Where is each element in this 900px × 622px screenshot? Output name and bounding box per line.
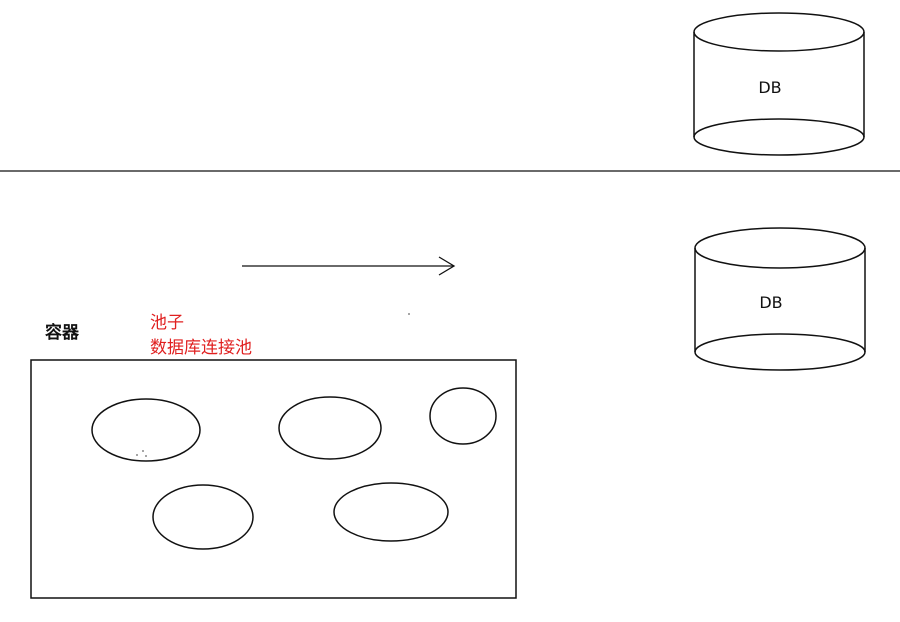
connection-ellipse xyxy=(429,387,497,445)
connection-ellipse xyxy=(333,482,449,542)
pool-label-full: 数据库连接池 xyxy=(150,338,252,358)
container-label: 容器 xyxy=(45,323,79,343)
db-cylinder-bottom-base xyxy=(694,333,866,371)
stray-dots xyxy=(136,313,410,457)
db-label-bottom: DB xyxy=(759,293,783,312)
db-cylinder-top-lid xyxy=(693,12,865,52)
stray-dot xyxy=(408,313,410,315)
stray-dot xyxy=(136,454,138,456)
db-cylinder-bottom xyxy=(694,227,866,371)
arrow-right-icon xyxy=(242,256,456,276)
connection-ellipse xyxy=(152,484,254,550)
stray-dot xyxy=(145,455,147,457)
db-cylinder-top-base xyxy=(693,118,865,156)
pool-container xyxy=(30,359,517,599)
stray-dot xyxy=(142,450,144,452)
connection-ellipse xyxy=(278,396,382,460)
db-label-top: DB xyxy=(758,78,782,97)
db-cylinder-top xyxy=(693,12,865,156)
connection-ellipse xyxy=(91,398,201,462)
db-cylinder-bottom-lid xyxy=(694,227,866,269)
pool-label: 池子 xyxy=(150,313,184,333)
pool-connections xyxy=(91,387,497,550)
arrow-head xyxy=(438,256,456,276)
